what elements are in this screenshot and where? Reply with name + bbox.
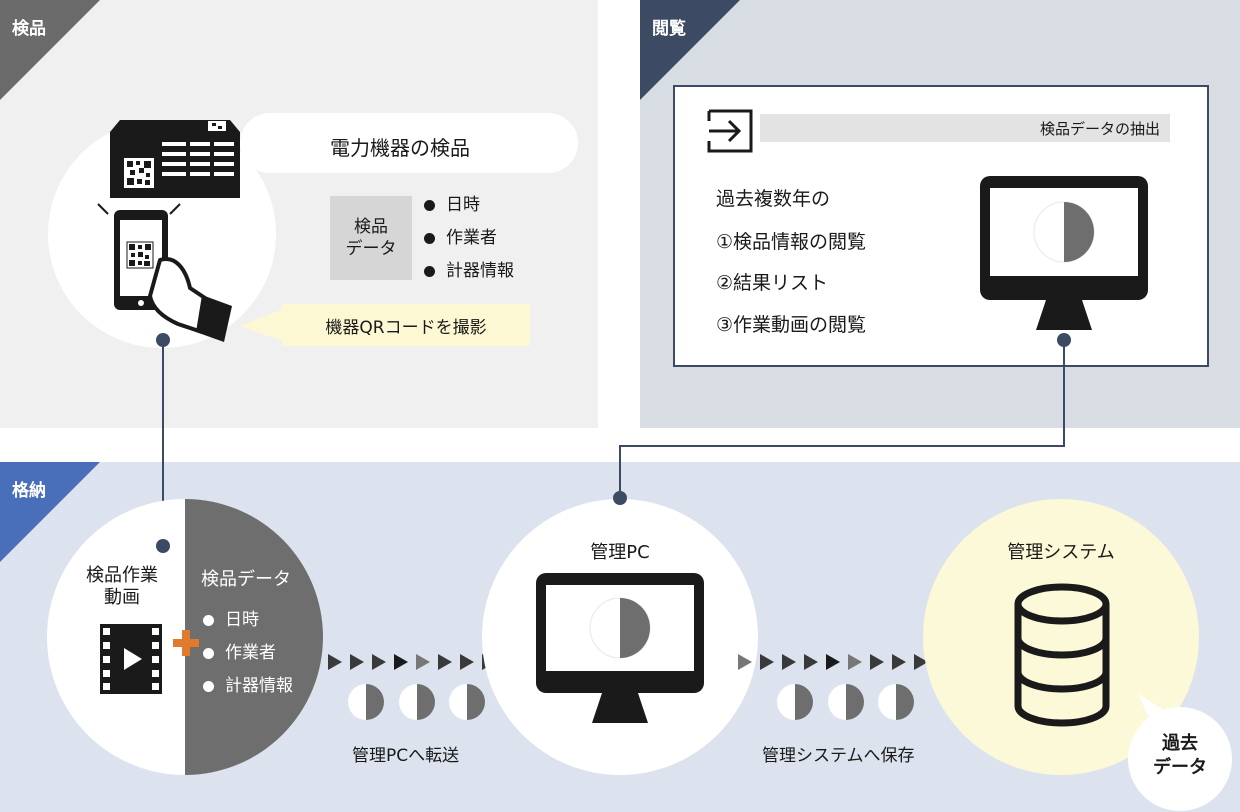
viewing-line: ③作業動画の閲覧 [716,314,867,336]
pc-label: 管理PC [590,542,650,563]
login-arrow-icon [707,109,753,153]
storage-tag: 格納 [12,481,46,501]
pc-monitor-icon [536,573,704,723]
plus-icon [173,630,199,656]
connector-dot [156,539,170,553]
video-label: 検品作業 動画 [86,565,158,608]
connector-dot [613,491,627,505]
extract-bar [760,114,1170,142]
inspection-title: 電力機器の検品 [330,136,470,160]
callout-pointer [240,308,286,342]
data-disc-icon [399,684,435,720]
past-data-bubble [1128,707,1232,811]
list-item: 作業者 [203,637,293,670]
viewing-line: ①検品情報の閲覧 [716,231,867,253]
past-data-label: 過去 データ [1153,733,1207,778]
viewing-tag-corner [640,0,740,100]
save-arrows [738,654,948,670]
inspection-tag: 検品 [12,19,46,39]
video-film-icon [100,624,162,694]
monitor-icon [980,176,1148,330]
list-item: 日時 [424,189,514,222]
viewing-line: ②結果リスト [716,272,829,294]
qr-callout [282,304,530,346]
inspection-data-items: 日時 作業者 計器情報 [424,189,514,288]
equipment-icon [110,120,240,198]
qr-callout-text: 機器QRコードを撮影 [325,318,487,338]
storage-data-title: 検品データ [201,569,291,590]
connector-dot [156,333,170,347]
data-disc-icon [348,684,384,720]
extract-label: 検品データの抽出 [1039,120,1160,138]
list-item: 計器情報 [203,670,293,703]
save-label: 管理システムへ保存 [762,746,915,766]
list-item: 作業者 [424,222,514,255]
storage-data-items: 日時 作業者 計器情報 [203,604,293,703]
list-item: 計器情報 [424,255,514,288]
inspection-tag-corner [0,0,100,100]
hand-icon [148,257,232,342]
qr-scan-illustration [97,120,240,342]
connector-dot [1057,333,1071,347]
data-disc-icon [828,684,864,720]
transfer-label: 管理PCへ転送 [352,746,460,766]
database-icon [1014,583,1110,727]
viewing-tag: 閲覧 [652,19,686,39]
data-disc-icon [449,684,485,720]
system-label: 管理システム [1007,542,1115,563]
data-disc-icon [777,684,813,720]
list-item: 日時 [203,604,293,637]
inspection-data-box [330,196,412,280]
storage-tag-corner [0,462,100,562]
inspection-data-box-label: 検品 データ [345,217,397,259]
viewing-line: 過去複数年の [716,188,831,210]
data-disc-icon [878,684,914,720]
inspection-title-pill [240,113,578,173]
